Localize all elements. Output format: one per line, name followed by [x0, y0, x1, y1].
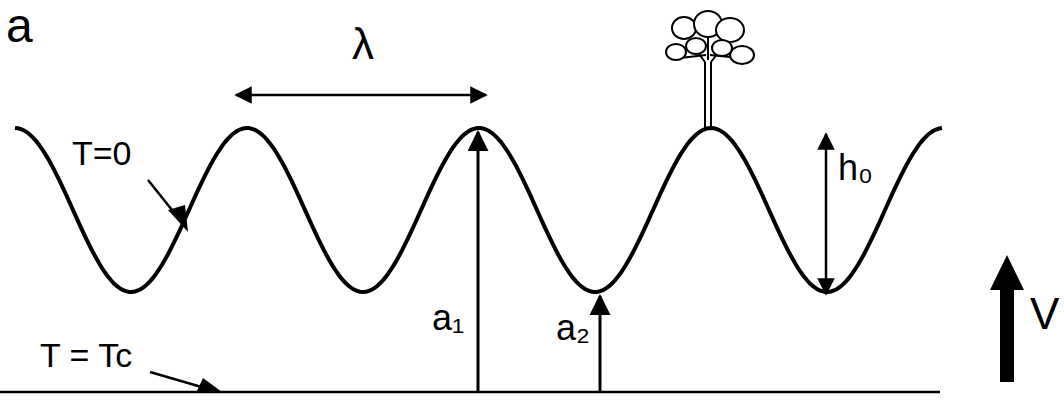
leader-arrowhead — [168, 205, 188, 232]
velocity-label: V — [1030, 292, 1059, 336]
tree-icon — [666, 11, 754, 128]
wavelength-label: λ — [352, 22, 374, 66]
a1-arrow — [477, 132, 480, 391]
height-label: a₂ — [556, 310, 590, 346]
amplitude-label: h₀ — [838, 150, 873, 186]
amplitude-arrow — [825, 134, 828, 294]
velocity-arrow — [990, 255, 1024, 382]
isotherm-line — [0, 391, 940, 394]
isotherm-label: T = Tc — [40, 338, 132, 372]
leader-arrowhead — [196, 378, 222, 393]
height-label: a₁ — [432, 300, 464, 336]
wavelength-arrow — [236, 94, 486, 97]
panel-letter: a — [6, 2, 33, 50]
isotherm-label: T=0 — [72, 136, 132, 170]
a2-arrow — [599, 296, 602, 391]
leader-line — [150, 372, 205, 388]
